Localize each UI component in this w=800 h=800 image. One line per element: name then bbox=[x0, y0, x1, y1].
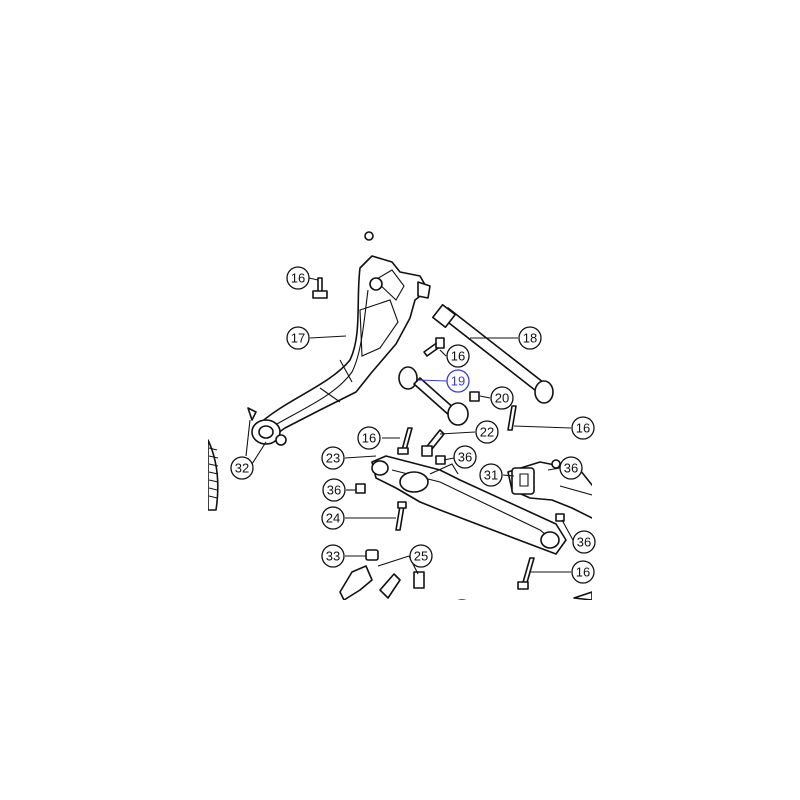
bolt-16-lower-left bbox=[397, 427, 413, 455]
bolt-16-bottom bbox=[517, 557, 535, 590]
stabilizer-link-25 bbox=[339, 549, 425, 600]
svg-text:16: 16 bbox=[451, 349, 465, 364]
callout-16-right: 16 bbox=[571, 416, 595, 440]
callout-16-bottom: 16 bbox=[571, 560, 595, 584]
svg-text:36: 36 bbox=[577, 535, 591, 550]
callout-36-left: 36 bbox=[322, 478, 346, 502]
bolt-16-mid bbox=[423, 337, 445, 357]
svg-text:16: 16 bbox=[576, 421, 590, 436]
callout-19-highlighted[interactable]: 19 bbox=[446, 369, 470, 393]
nut-36-upper bbox=[435, 455, 446, 465]
bolt-16-right bbox=[507, 405, 517, 431]
svg-text:36: 36 bbox=[327, 483, 341, 498]
trailing-arm-17 bbox=[257, 231, 431, 441]
bolt-16-upper bbox=[312, 277, 328, 299]
svg-text:22: 22 bbox=[480, 425, 494, 440]
callout-36-right: 36 bbox=[559, 456, 583, 480]
svg-text:23: 23 bbox=[326, 451, 340, 466]
callout-25: 25 bbox=[409, 544, 433, 568]
callout-16-center: 16 bbox=[357, 426, 381, 450]
hub-bearing-32 bbox=[247, 407, 287, 446]
toe-link-19 bbox=[398, 366, 469, 426]
svg-text:24: 24 bbox=[326, 511, 340, 526]
svg-text:16: 16 bbox=[576, 565, 590, 580]
callout-18: 18 bbox=[518, 326, 542, 350]
svg-text:36: 36 bbox=[458, 450, 472, 465]
callout-17: 17 bbox=[286, 326, 310, 350]
partial-callout-bottom bbox=[457, 599, 467, 600]
svg-text:16: 16 bbox=[291, 271, 305, 286]
svg-text:17: 17 bbox=[291, 331, 305, 346]
svg-text:25: 25 bbox=[414, 549, 428, 564]
callout-22: 22 bbox=[475, 420, 499, 444]
callout-31: 31 bbox=[479, 463, 503, 487]
partial-part-bottom-right bbox=[573, 591, 592, 600]
callout-36-lower-right: 36 bbox=[572, 530, 596, 554]
svg-text:18: 18 bbox=[523, 331, 537, 346]
lower-control-arm-23 bbox=[371, 455, 567, 555]
bolt-24 bbox=[395, 501, 407, 531]
svg-text:16: 16 bbox=[362, 431, 376, 446]
nut-36-left bbox=[355, 483, 366, 494]
callout-23: 23 bbox=[321, 446, 345, 470]
callout-16-mid: 16 bbox=[446, 344, 470, 368]
callout-32: 32 bbox=[230, 456, 254, 480]
nut-20 bbox=[469, 391, 480, 402]
svg-text:19: 19 bbox=[451, 374, 465, 389]
svg-text:31: 31 bbox=[484, 468, 498, 483]
svg-text:32: 32 bbox=[235, 461, 249, 476]
callout-24: 24 bbox=[321, 506, 345, 530]
tire-tread-fragment bbox=[208, 439, 219, 511]
callout-33: 33 bbox=[321, 544, 345, 568]
lateral-link-18 bbox=[431, 303, 554, 404]
callout-36-upper: 36 bbox=[453, 445, 477, 469]
svg-text:36: 36 bbox=[564, 461, 578, 476]
svg-text:33: 33 bbox=[326, 549, 340, 564]
callout-16-top-left: 16 bbox=[286, 266, 310, 290]
callout-20: 20 bbox=[490, 386, 514, 410]
svg-text:20: 20 bbox=[495, 391, 509, 406]
leader-lines bbox=[245, 277, 575, 575]
